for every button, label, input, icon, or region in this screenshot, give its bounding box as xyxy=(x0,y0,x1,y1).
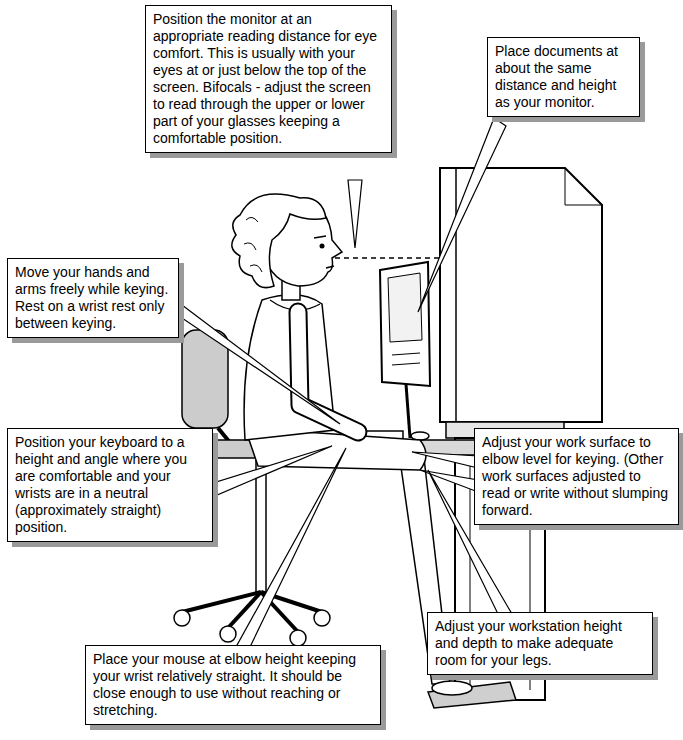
callout-pointer xyxy=(210,446,332,498)
chair-caster xyxy=(314,610,330,626)
document-line xyxy=(392,353,420,355)
holder-arm xyxy=(406,384,410,438)
callout-pointer xyxy=(348,180,362,248)
callout-box: Adjust your work surface to elbow level … xyxy=(474,428,679,525)
person-arm xyxy=(298,312,358,432)
person-hair xyxy=(232,194,326,288)
chair-caster xyxy=(290,630,306,646)
person-eyebrow xyxy=(314,236,326,238)
mouse xyxy=(411,432,429,440)
monitor-edge xyxy=(455,168,457,422)
callout-box: Position the monitor at an appropriate r… xyxy=(145,5,392,153)
callout-pointer xyxy=(236,448,346,647)
callout-box: Move your hands and arms freely while ke… xyxy=(7,258,179,338)
callout-text: Move your hands and arms freely while ke… xyxy=(15,264,171,332)
person-arm-outline xyxy=(298,312,358,432)
callout-box: Place your mouse at elbow height keeping… xyxy=(85,645,381,725)
callout-pointer xyxy=(412,452,478,468)
callout-text: Adjust your workstation height and depth… xyxy=(435,618,645,669)
chair-caster xyxy=(174,610,190,626)
person-eye xyxy=(320,244,325,249)
document-line xyxy=(392,363,420,365)
document-page xyxy=(388,273,422,342)
callout-text: Place your mouse at elbow height keeping… xyxy=(93,651,373,719)
callout-box: Adjust your workstation height and depth… xyxy=(427,612,653,675)
callout-box: Position your keyboard to a height and a… xyxy=(7,428,213,542)
callout-text: Adjust your work surface to elbow level … xyxy=(482,434,671,519)
callout-text: Position your keyboard to a height and a… xyxy=(15,434,205,536)
hair-curls xyxy=(244,217,262,272)
callout-pointer xyxy=(170,296,340,424)
callout-box: Place documents at about the same distan… xyxy=(487,37,640,117)
callout-pointer xyxy=(418,118,506,312)
person-shoe xyxy=(432,681,472,695)
chair-caster xyxy=(220,626,236,642)
callout-text: Place documents at about the same distan… xyxy=(495,43,632,111)
monitor-edge xyxy=(565,168,602,205)
document-holder xyxy=(380,262,430,386)
footrest xyxy=(428,682,516,708)
eye-level-line xyxy=(335,257,440,258)
callout-pointer xyxy=(420,470,478,492)
callout-text: Position the monitor at an appropriate r… xyxy=(153,11,384,147)
person-mouth xyxy=(326,266,334,268)
